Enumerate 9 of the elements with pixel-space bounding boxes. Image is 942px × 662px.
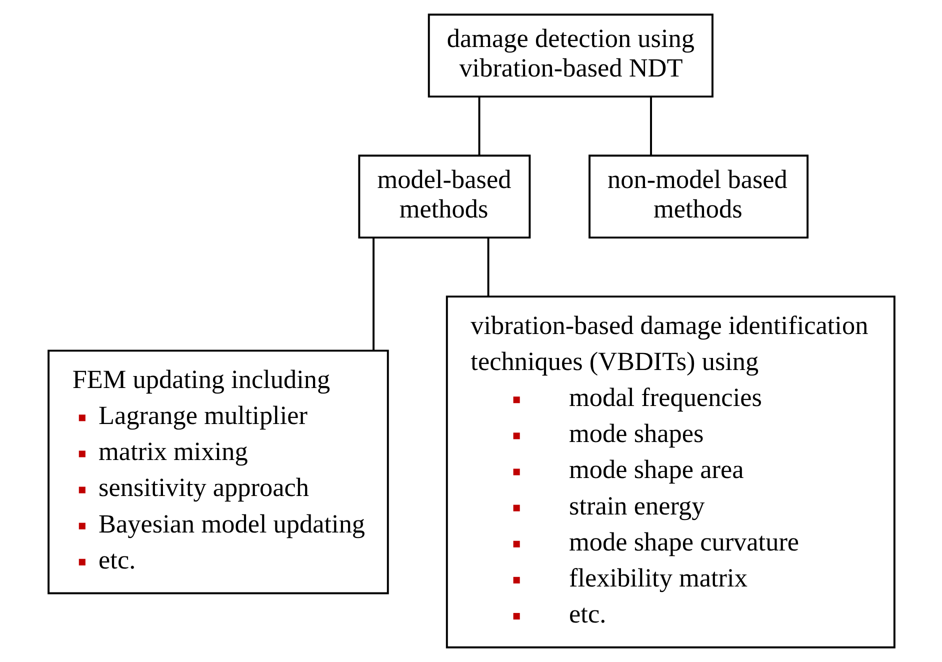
node-box: FEM updating including Lagrange multiplier matrix mixing sensitivity approach Bayesian model updating etc. [47, 350, 388, 594]
connector [372, 238, 374, 351]
node-box: vibration-based damage identification techniques (VBDITs) using modal frequencies mode shapes mode shape area strain energy mode shape curvature flexibility matrix etc. [445, 296, 895, 648]
connector [486, 238, 489, 296]
node-box: damage detection using vibration-based NDT [427, 14, 713, 98]
node-box: model-based methods [358, 154, 530, 239]
connector [650, 97, 652, 156]
connector [478, 97, 480, 156]
node-box: non-model based methods [588, 154, 808, 239]
